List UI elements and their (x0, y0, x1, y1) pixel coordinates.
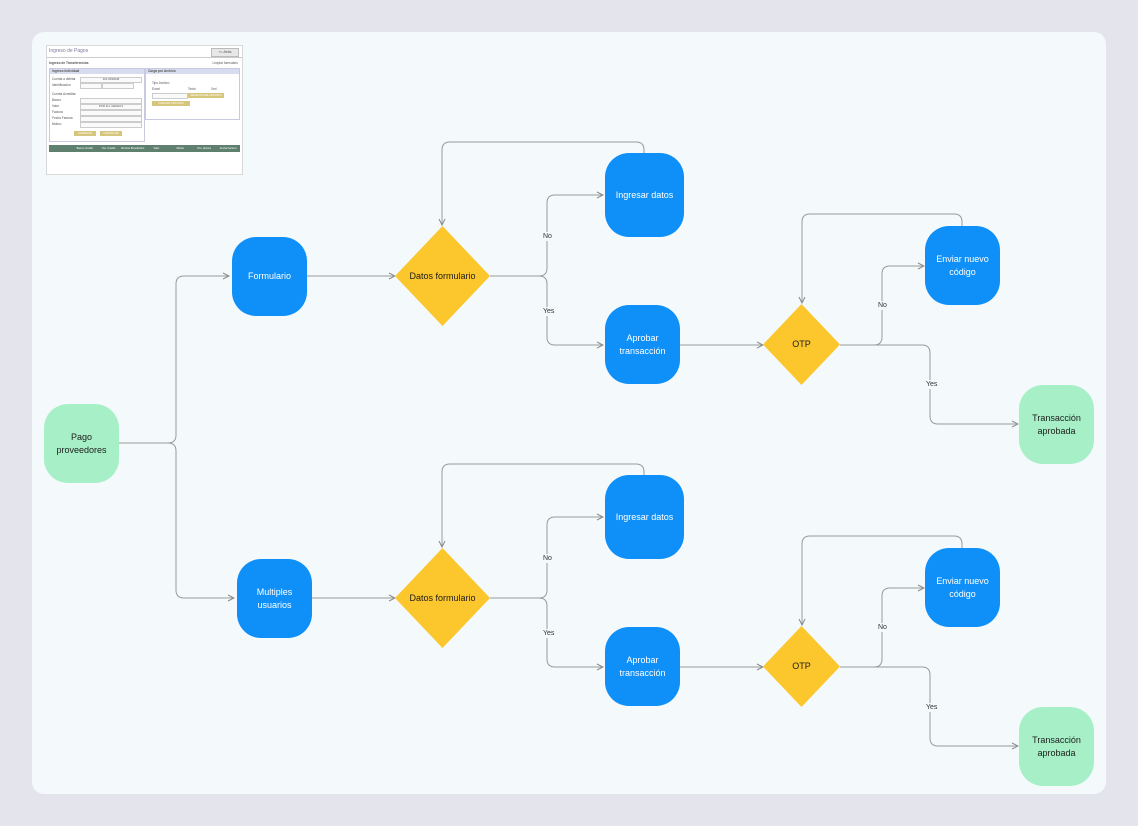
edge-label-no: No (877, 301, 888, 310)
mini-back-button[interactable]: << Atrás (211, 48, 239, 57)
decision-node-datos-formulario[interactable]: Datos formulario (395, 548, 490, 648)
enter-data-node[interactable]: Ingresar datos (605, 153, 684, 237)
approved-node[interactable]: Transacción aprobada (1019, 707, 1094, 786)
mini-field-label: Factura (52, 110, 63, 114)
otp-decision-node[interactable]: OTP (763, 626, 840, 707)
otp-label: OTP (792, 661, 811, 671)
mini-col-header (49, 145, 73, 152)
mini-id-input[interactable] (80, 83, 102, 89)
mini-field-label: Cuenta a debitar (52, 77, 76, 81)
mini-file-input[interactable] (152, 93, 188, 99)
decision-node-datos-formulario[interactable]: Datos formulario (395, 226, 490, 326)
payment-form-screenshot: Ingreso de Pagos << Atrás Ingreso de Tra… (46, 45, 243, 175)
approve-node[interactable]: Aprobar transacción (605, 305, 680, 384)
mini-file-type-option[interactable]: Excel (152, 87, 160, 91)
mini-field-label: Identificación (52, 83, 71, 87)
edge-label-no: No (877, 623, 888, 632)
approved-node[interactable]: Transacción aprobada (1019, 385, 1094, 464)
mini-col-header: Valor (153, 147, 160, 150)
mini-id-input-2[interactable] (102, 83, 134, 89)
mini-col-header: Fecha Factura (219, 147, 237, 150)
mini-file-type-option[interactable]: Xml (211, 87, 217, 91)
mini-date-input[interactable] (80, 116, 142, 122)
mini-amount-input[interactable]: POR FLL GENEUS (80, 104, 142, 110)
divider (47, 57, 242, 58)
start-node[interactable]: Pago proveedores (44, 404, 119, 483)
mini-file-type-option[interactable]: Texto (188, 87, 196, 91)
mini-panel-title: Ingreso Individual (50, 69, 144, 74)
mini-load-file-button[interactable]: CARGAR ARCHIVO (152, 101, 190, 106)
resend-code-node[interactable]: Enviar nuevo código (925, 226, 1000, 305)
decision-label: Datos formulario (409, 592, 476, 603)
multiple-users-node[interactable]: Multiples usuarios (237, 559, 312, 638)
mini-col-header: Banco Crédito (76, 147, 94, 150)
mini-col-header: Motivo (176, 147, 185, 150)
edge-label-no: No (542, 554, 553, 563)
edge-label-yes: Yes (542, 629, 556, 638)
mini-invoice-input[interactable] (80, 110, 142, 116)
approve-node[interactable]: Aprobar transacción (605, 627, 680, 706)
mini-account-select[interactable]: 301-8030048 (80, 77, 142, 83)
resend-code-node[interactable]: Enviar nuevo código (925, 548, 1000, 627)
mini-reason-input[interactable] (80, 122, 142, 128)
mini-section-title: Ingreso de Transferencias (49, 61, 89, 65)
mini-individual-panel: Ingreso Individual Cuenta a debitar 301-… (49, 68, 145, 142)
mini-bank-input[interactable] (80, 98, 142, 104)
mini-file-type-label: Tipo Archivo (152, 81, 170, 85)
mini-field-label: Banco (52, 98, 62, 102)
mini-field-label: Valor (52, 104, 60, 108)
mini-cancel-button[interactable]: CANCELAR (100, 131, 122, 136)
enter-data-node[interactable]: Ingresar datos (605, 475, 684, 559)
decision-label: Datos formulario (409, 270, 476, 281)
edge-label-yes: Yes (542, 307, 556, 316)
edge-label-no: No (542, 232, 553, 241)
otp-label: OTP (792, 339, 811, 349)
mini-field-label: Fecha Factura (52, 116, 73, 120)
mini-field-label: Motivo (52, 122, 62, 126)
mini-add-button[interactable]: AGREGAR (74, 131, 96, 136)
edge-label-yes: Yes (925, 380, 939, 389)
form-node[interactable]: Formulario (232, 237, 307, 316)
mini-col-header: Nro. factura (197, 147, 211, 150)
mini-col-header: Nombre Beneficiario (120, 147, 145, 150)
mini-file-panel: Carga por Archivo Tipo Archivo Excel Tex… (145, 68, 240, 120)
mini-clear-link[interactable]: Limpiar formulario (212, 61, 238, 65)
edge-label-yes: Yes (925, 703, 939, 712)
mini-col-header: Cta. Crédito (101, 147, 116, 150)
mini-panel-title: Carga por Archivo (146, 69, 239, 74)
otp-decision-node[interactable]: OTP (763, 304, 840, 385)
mini-title: Ingreso de Pagos (49, 48, 89, 54)
mini-select-file-button[interactable]: SELECCIONE ARCHIVO (188, 93, 224, 98)
mini-field-label: Cuenta Acreditar (52, 92, 76, 96)
mini-table-header: Banco Crédito Cta. Crédito Nombre Benefi… (49, 145, 240, 152)
